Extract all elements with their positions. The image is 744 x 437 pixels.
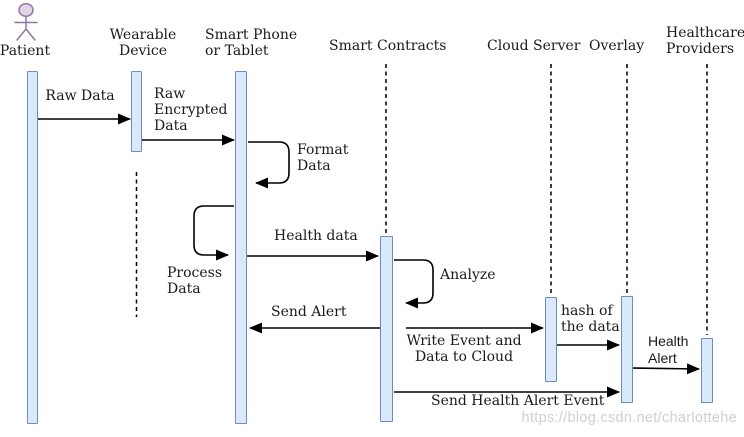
message-label-format-data: Format Data: [297, 142, 349, 174]
actor-label-cloud-server: Cloud Server: [487, 38, 581, 54]
message-label-health-data: Health data: [274, 228, 358, 244]
activation-bar-healthcare: [701, 338, 713, 403]
self-loop-format-data: [248, 141, 290, 189]
message-label-hash-of-the-data: hash of the data: [561, 303, 620, 335]
self-loop-process-data: [193, 205, 234, 261]
activation-bar-smart-contracts: [380, 236, 393, 422]
message-arrows: [38, 113, 700, 398]
actor-label-patient: Patient: [0, 43, 51, 59]
lifelines: [135, 64, 708, 335]
actor-label-healthcare: Healthcare Providers: [666, 25, 744, 57]
activation-bar-smartphone: [235, 71, 247, 424]
self-loop-analyze: [394, 259, 434, 309]
actor-label-overlay: Overlay: [589, 38, 645, 54]
message-label-send-health-alert-event: Send Health Alert Event: [431, 393, 605, 409]
actor-label-smartphone: Smart Phone or Tablet: [205, 27, 298, 59]
patient-actor-icon: [14, 3, 38, 41]
watermark: https://blog.csdn.net/charlottehe: [521, 410, 737, 426]
arrow-health-alert: [632, 363, 700, 375]
actor-label-smart-contracts: Smart Contracts: [329, 38, 447, 54]
message-label-raw-encrypted-data: Raw Encrypted Data: [154, 86, 228, 134]
activation-bar-overlay: [621, 296, 633, 403]
activation-bar-patient: [27, 71, 38, 424]
message-label-raw-data: Raw Data: [45, 88, 115, 104]
activation-bar-cloud-server: [545, 297, 557, 382]
message-label-health-alert: Health Alert: [648, 333, 689, 367]
activation-bar-wearable: [131, 71, 142, 152]
actor-label-wearable: Wearable Device: [109, 27, 177, 59]
message-label-process-data: Process Data: [167, 265, 223, 297]
message-label-write-event: Write Event and Data to Cloud: [406, 333, 522, 365]
message-label-analyze: Analyze: [440, 267, 496, 283]
message-label-send-alert: Send Alert: [271, 304, 347, 320]
